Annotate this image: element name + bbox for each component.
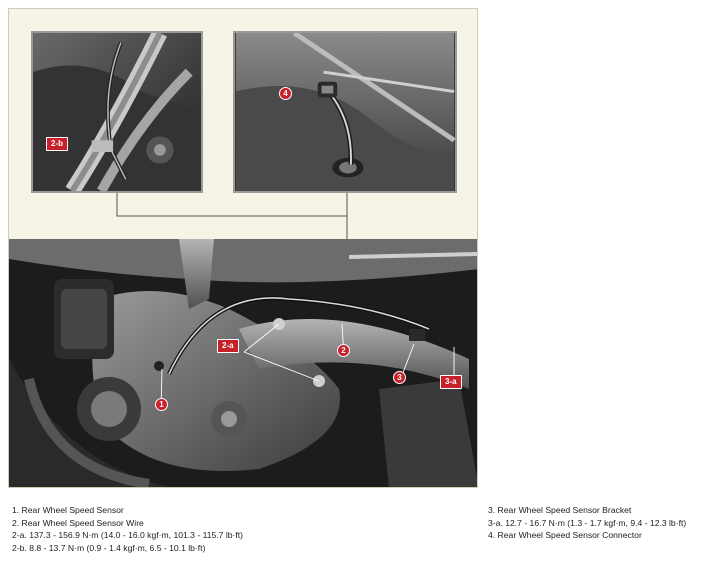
rear-suspension-illustration [9, 239, 477, 487]
callout-1: 1 [155, 398, 168, 411]
legend-item-4: 4. Rear Wheel Speed Sensor Connector [488, 530, 642, 541]
legend-item-2b: 2-b. 8.8 - 13.7 N·m (0.9 - 1.4 kgf·m, 6.… [12, 542, 206, 553]
callout-3: 3 [393, 371, 406, 384]
inset-detail-4 [233, 31, 457, 193]
inset-detail-2b [31, 31, 203, 193]
legend-left-column: 1. Rear Wheel Speed Sensor 2. Rear Wheel… [12, 504, 243, 554]
inset-2b-illustration [33, 33, 201, 191]
diagram-figure: 2-b 4 1 2-a 2 3 3-a [8, 8, 478, 488]
callout-4: 4 [279, 87, 292, 100]
callout-2b: 2-b [46, 137, 68, 151]
callout-2: 2 [337, 344, 350, 357]
inset-4-illustration [235, 33, 455, 191]
legend-item-2a: 2-a. 137.3 - 156.9 N·m (14.0 - 16.0 kgf·… [12, 530, 244, 541]
callout-3a: 3-a [440, 375, 462, 389]
legend-item-2: 2. Rear Wheel Speed Sensor Wire [12, 517, 144, 528]
legend-item-1: 1. Rear Wheel Speed Sensor [12, 505, 124, 515]
legend-item-3: 3. Rear Wheel Speed Sensor Bracket [488, 505, 632, 515]
legend-item-3a: 3-a. 12.7 - 16.7 N·m (1.3 - 1.7 kgf·m, 9… [488, 517, 687, 528]
legend-right-column: 3. Rear Wheel Speed Sensor Bracket 3-a. … [488, 504, 686, 542]
callout-2a: 2-a [217, 339, 239, 353]
main-assembly-view [9, 239, 477, 487]
